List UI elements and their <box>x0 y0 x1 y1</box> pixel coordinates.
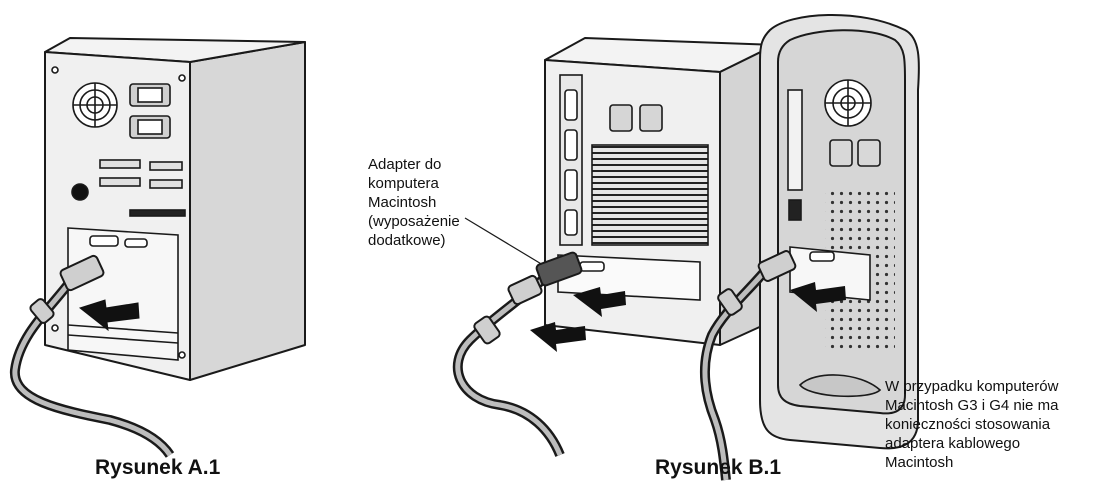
arrow-a <box>78 299 140 332</box>
mac-g3-g4-note: W przypadku komputerów Macintosh G3 i G4… <box>885 377 1058 472</box>
mac-note-line: adaptera kablowego <box>885 435 1021 452</box>
cable-a <box>9 254 175 458</box>
adapter-label-line: (wyposażenie <box>368 213 460 230</box>
mac-g4-details <box>787 79 895 398</box>
adapter-label-line: Adapter do <box>368 156 442 173</box>
adapter-leader-line <box>464 217 549 269</box>
figure-b-caption: Rysunek B.1 <box>655 456 782 479</box>
mac-note-line: Macintosh <box>885 454 954 471</box>
cable-b-pc <box>452 251 583 457</box>
arrow-b-pc <box>530 322 586 352</box>
arrow-b-mac <box>790 282 846 312</box>
mac-note-line: konieczności stosowania <box>885 416 1051 433</box>
mac-note-line: W przypadku komputerów <box>885 378 1059 395</box>
pc-b-rear-details <box>557 74 709 301</box>
adapter-label-line: dodatkowe) <box>368 232 446 249</box>
cable-b-mac <box>699 250 797 481</box>
adapter-label: Adapter do komputera Macintosh (wyposaże… <box>368 155 460 250</box>
adapter-label-line: komputera <box>368 175 439 192</box>
mac-note-line: Macintosh G3 i G4 nie ma <box>885 397 1059 414</box>
adapter-label-line: Macintosh <box>368 194 437 211</box>
arrow-b-adapter <box>573 287 626 317</box>
figure-a-caption: Rysunek A.1 <box>95 456 221 479</box>
